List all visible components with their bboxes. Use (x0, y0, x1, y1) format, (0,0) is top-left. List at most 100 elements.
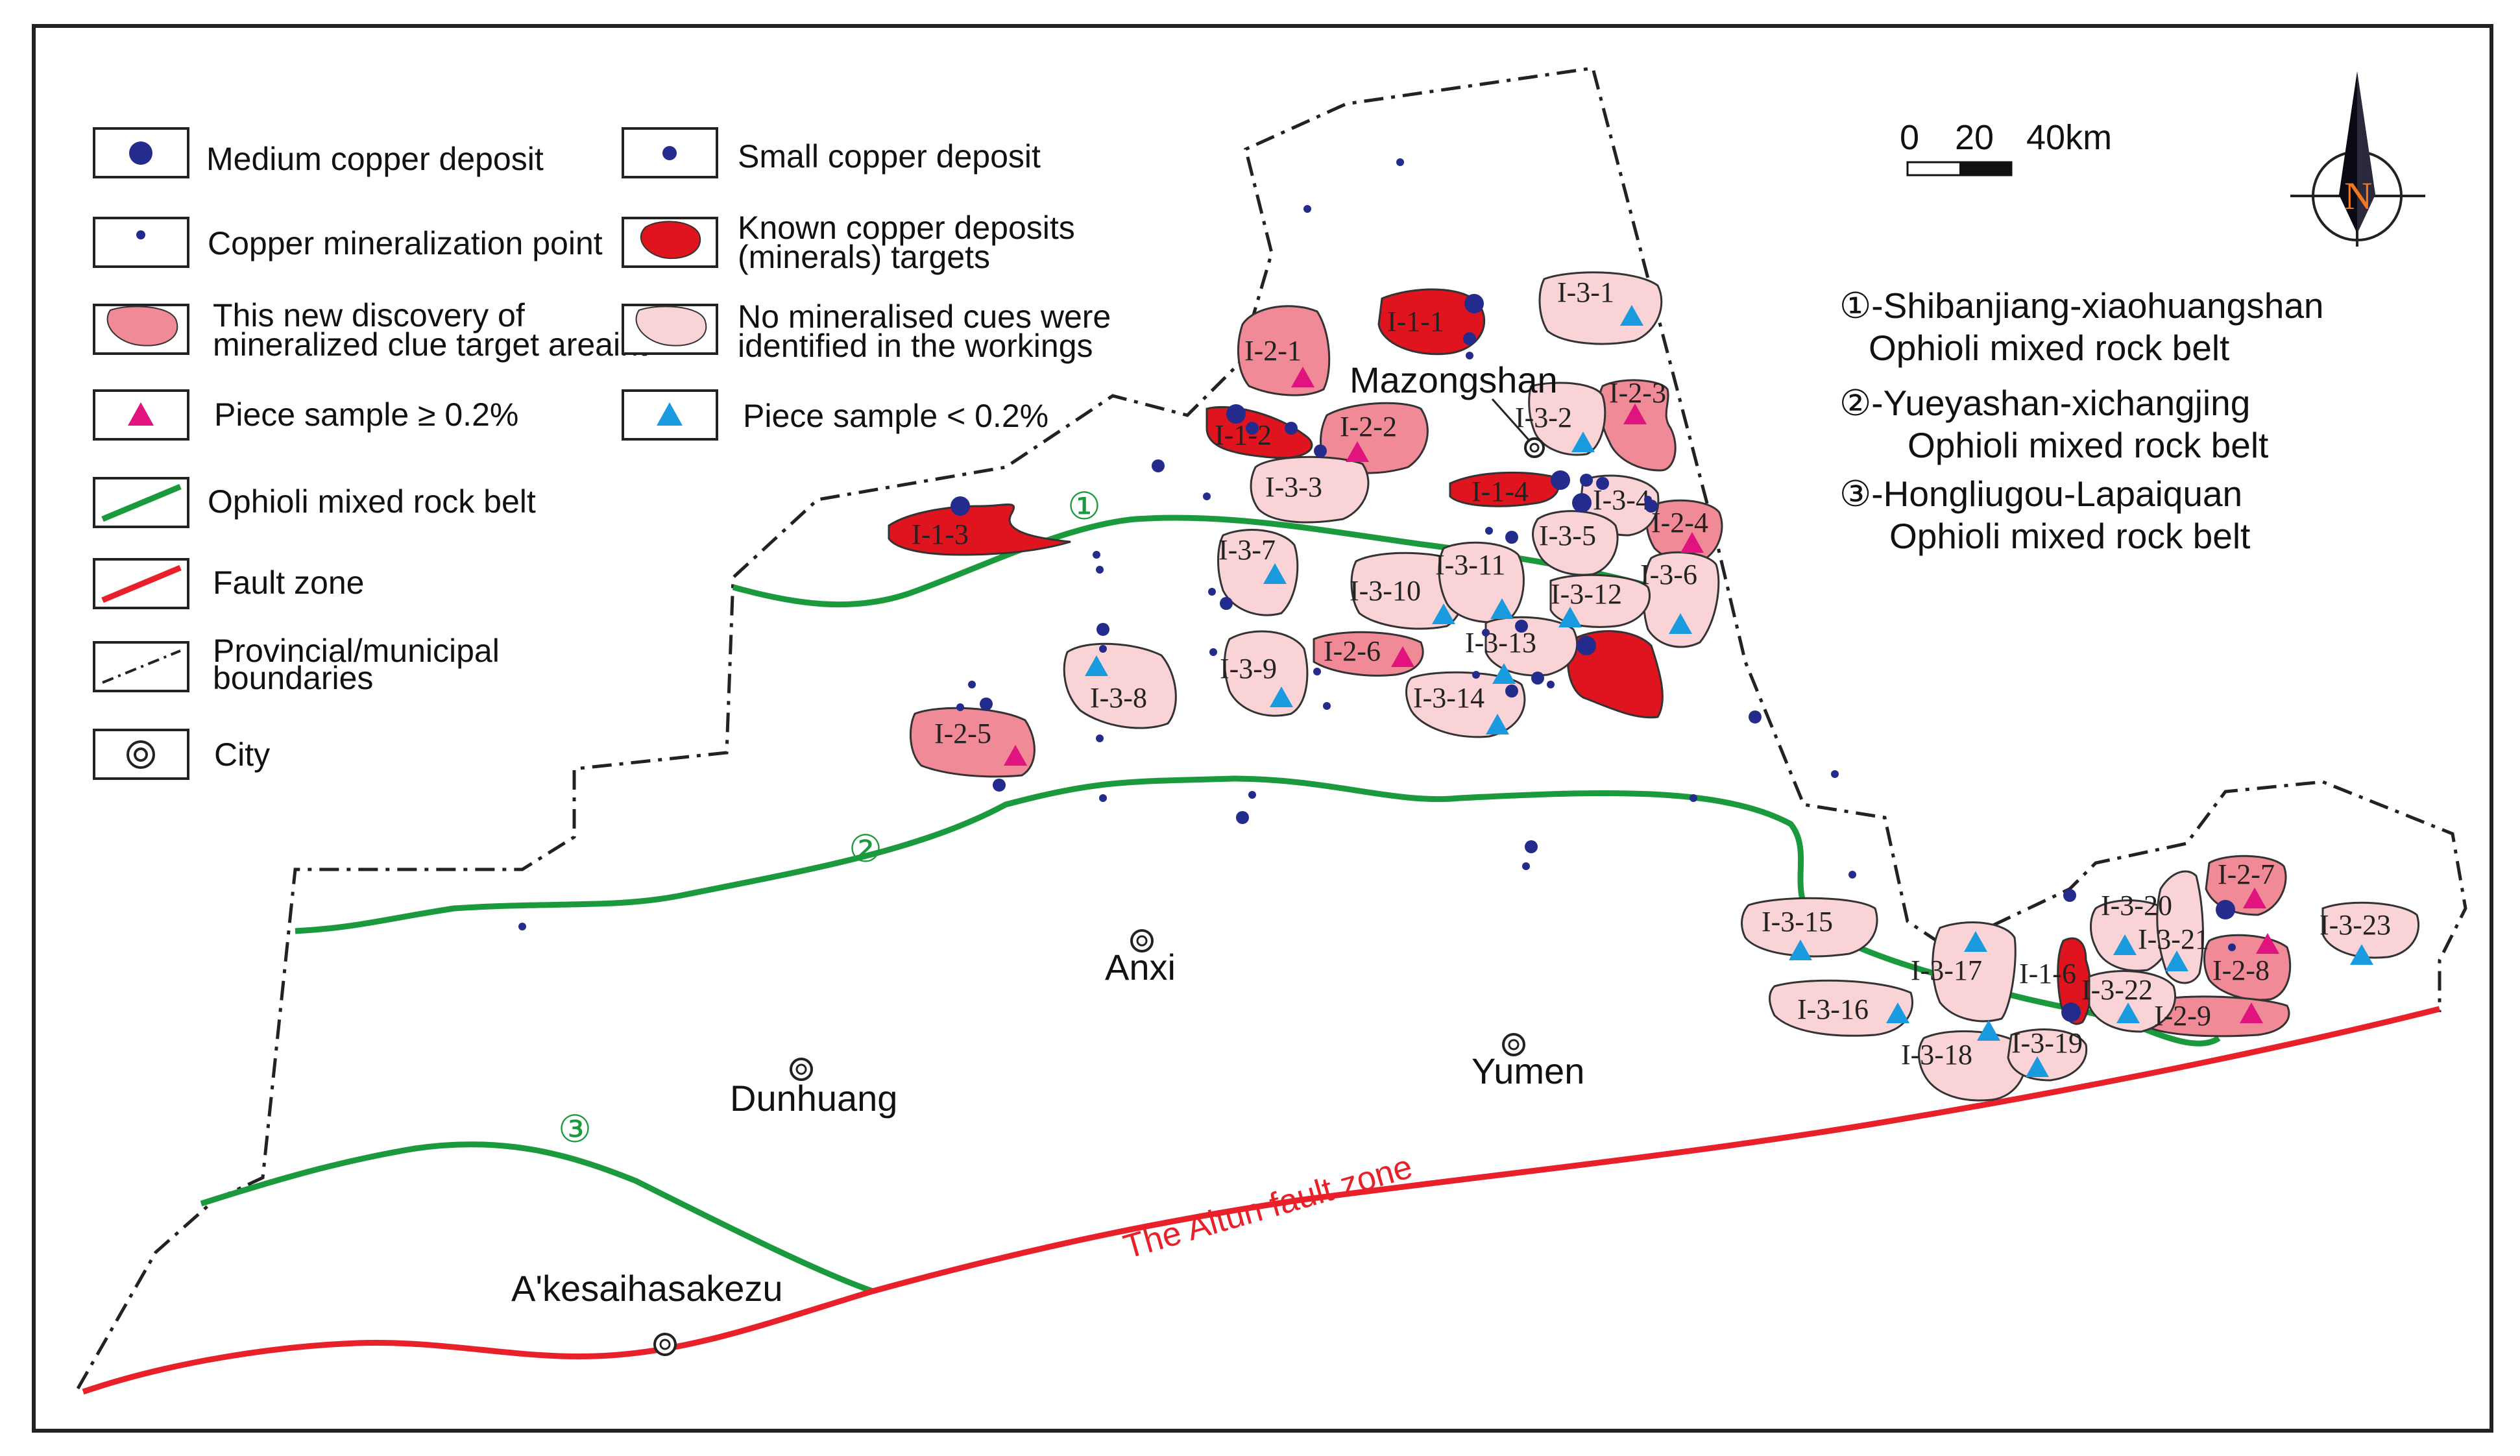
target-I-3-7 (1217, 529, 1299, 616)
legend-known-targets-2: (minerals) targets (738, 239, 990, 275)
sample-high-marker (1680, 532, 1704, 553)
small-deposit-marker (1580, 474, 1593, 487)
label-I-2-3: I-2-3 (1609, 377, 1666, 409)
target-I-2-5 (909, 707, 1036, 778)
medium-deposit-marker (1226, 404, 1246, 424)
sample-low-marker (2026, 1056, 2049, 1077)
legend-new-discovery-1: This new discovery of (213, 297, 525, 334)
small-deposit-marker (1515, 620, 1528, 633)
label-I-3-5: I-3-5 (1539, 520, 1596, 552)
sample-high-marker (1391, 646, 1414, 667)
mineralization-point-marker (1323, 702, 1331, 710)
target-labels: I-1-1 I-1-2 I-1-3 I-1-4 I-1-5 I-1-6 I-2-… (912, 276, 2391, 1071)
medium-deposit-marker (1551, 470, 1570, 490)
label-I-3-19: I-3-19 (2011, 1027, 2083, 1059)
belt-3-subtitle: Ophioli mixed rock belt (1889, 516, 2250, 556)
medium-deposit-marker (1577, 636, 1596, 655)
sample-triangles (1004, 305, 2373, 1077)
legend-small-deposit: Small copper deposit (738, 138, 1041, 175)
label-I-2-9: I-2-9 (2154, 1000, 2211, 1032)
sample-high-marker (2256, 933, 2279, 954)
city-icon (127, 740, 155, 769)
mineralization-point-marker (1209, 648, 1217, 656)
sample-low-marker (1571, 431, 1595, 452)
city-name-mazongshan: Mazongshan (1350, 359, 1558, 400)
mineralization-point-marker (2228, 943, 2236, 951)
mineralization-point-marker (1466, 352, 1473, 359)
label-I-3-10: I-3-10 (1350, 575, 1421, 607)
small-deposit-icon (662, 146, 677, 160)
scale-tick-40: 40km (2026, 118, 2112, 157)
target-I-3-20 (2090, 899, 2174, 972)
legend-ophiolite-belt: Ophioli mixed rock belt (208, 483, 536, 520)
city-name-yumen: Yumen (1472, 1050, 1584, 1091)
mineralization-point-marker (1099, 645, 1107, 653)
label-I-3-9: I-3-9 (1220, 653, 1277, 685)
belt-2-subtitle: Ophioli mixed rock belt (1908, 425, 2268, 465)
city-name-akesaihasakezu: A'kesaihasakezu (511, 1268, 783, 1309)
legend-sample-low: Piece sample < 0.2% (743, 398, 1048, 434)
label-I-1-3: I-1-3 (912, 518, 969, 550)
mineralization-point-marker (968, 681, 976, 688)
mineralization-point-marker (1203, 492, 1211, 500)
medium-deposit-marker (1464, 294, 1484, 313)
small-deposit-marker (1505, 531, 1518, 544)
scale-tick-0: 0 (1900, 118, 1919, 157)
belt-1-marker: ① (1067, 485, 1101, 528)
mineralization-point-marker (1096, 566, 1104, 574)
legend-medium-deposit: Medium copper deposit (206, 141, 544, 177)
sample-low-marker (1977, 1020, 2000, 1041)
small-deposit-marker (1285, 422, 1298, 435)
label-I-3-18: I-3-18 (1901, 1039, 1972, 1071)
legend-mineralization-point: Copper mineralization point (208, 225, 603, 261)
mineralization-point-marker (1313, 668, 1321, 675)
label-I-1-1: I-1-1 (1387, 306, 1444, 337)
legend-known-targets-1: Known copper deposits (738, 210, 1075, 246)
map-frame (32, 24, 2493, 1433)
no-cue-target-swatch-icon (635, 306, 707, 346)
sample-low-marker (1432, 603, 1455, 624)
label-I-1-6: I-1-6 (2019, 958, 2076, 989)
sample-low-marker (1263, 563, 1287, 584)
sample-low-marker (1085, 655, 1108, 676)
mineralization-point-marker (1096, 734, 1104, 742)
mineralization-point-marker (1644, 496, 1652, 504)
label-I-3-15: I-3-15 (1762, 906, 1833, 938)
target-I-3-16 (1769, 979, 1914, 1037)
mineralization-point-marker (518, 923, 526, 930)
legend-new-discovery-2: mineralized clue target areaint (213, 326, 648, 363)
mineralization-point-marker (1522, 862, 1530, 870)
small-deposit-marker (1531, 672, 1544, 685)
small-deposit-marker (1152, 459, 1165, 472)
label-I-2-4: I-2-4 (1651, 507, 1708, 539)
belt-2-marker: ② (849, 828, 882, 870)
label-I-3-21: I-3-21 (2138, 923, 2209, 955)
mineralization-point-marker (1485, 527, 1493, 535)
target-I-2-3 (1598, 379, 1677, 472)
sample-low-marker (2165, 951, 2188, 971)
sample-low-marker (1270, 686, 1293, 707)
medium-deposit-marker (2216, 900, 2235, 919)
mineralization-point-marker (1690, 794, 1697, 802)
label-I-2-8: I-2-8 (2212, 954, 2270, 986)
ophiolite-belt-1-line (732, 515, 1708, 608)
small-deposit-marker (1749, 710, 1762, 723)
sample-low-marker (1886, 1002, 1909, 1023)
label-I-3-22: I-3-22 (2081, 974, 2153, 1006)
altun-fault-line (82, 1006, 2441, 1395)
target-I-3-9 (1224, 630, 1309, 717)
small-deposit-marker (2063, 889, 2076, 902)
sample-high-marker (2243, 888, 2266, 908)
target-I-1-6 (2057, 937, 2092, 1025)
belt-3-name: ③-Hongliugou-Lapaiquan (1839, 474, 2242, 514)
small-deposit-marker (1596, 477, 1609, 490)
legend-boundary-1: Provincial/municipal (213, 633, 500, 669)
sample-high-marker (1623, 404, 1647, 424)
target-I-3-17 (1932, 921, 2017, 1023)
sample-high-triangle-icon (128, 402, 154, 426)
medium-deposit-icon (129, 141, 152, 165)
fault-line-icon (101, 564, 182, 603)
label-I-3-23: I-3-23 (2320, 909, 2391, 941)
mineralization-point-marker (1099, 794, 1107, 802)
